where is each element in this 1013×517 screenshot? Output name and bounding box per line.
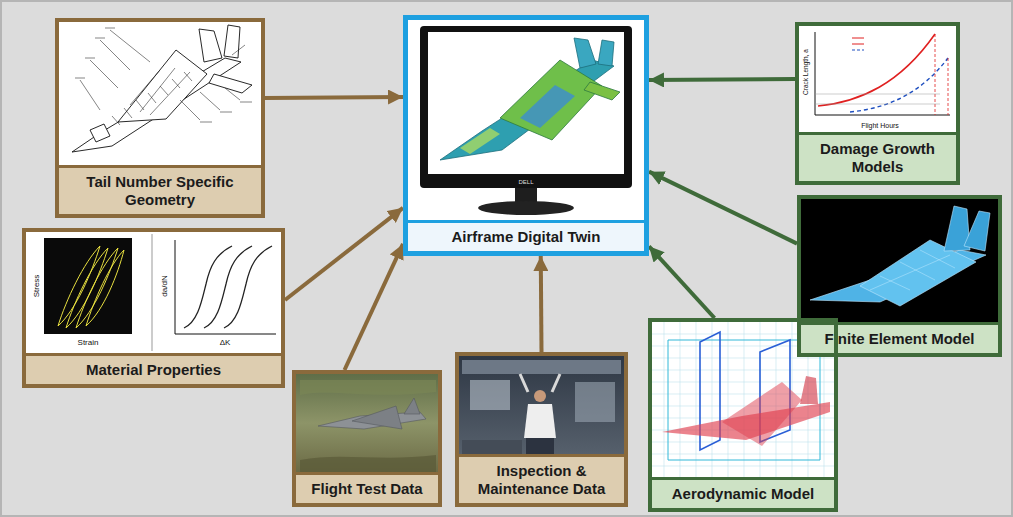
box-label: Airframe Digital Twin <box>414 228 638 246</box>
model-box: Finite Element Model <box>797 195 1002 357</box>
axis-label: DELL <box>518 179 533 185</box>
model-box: Damage Growth Models <box>795 22 960 185</box>
input-arrow <box>539 256 544 352</box>
axis-label: Strain <box>78 339 99 347</box>
box-label: Flight Test Data <box>302 480 432 498</box>
axis-label: da/dN <box>161 275 169 296</box>
box-label: Tail Number Specific Geometry <box>65 173 255 209</box>
source-box: Inspection & Maintenance Data <box>455 352 628 507</box>
input-arrow <box>265 97 403 98</box>
label-band: Finite Element Model <box>801 322 998 353</box>
input-arrow <box>649 246 715 318</box>
model-box: Aerodynamic Model <box>648 318 838 512</box>
label-band: Airframe Digital Twin <box>408 220 644 251</box>
box-label: Damage Growth Models <box>805 140 950 176</box>
flight-photo <box>296 374 438 472</box>
source-box: Material Properties <box>22 228 285 388</box>
label-band: Damage Growth Models <box>799 132 956 181</box>
source-box: Flight Test Data <box>292 370 442 507</box>
box-label: Inspection & Maintenance Data <box>465 462 618 498</box>
label-band: Inspection & Maintenance Data <box>459 454 624 503</box>
material-plots <box>26 232 281 353</box>
twin-box: Airframe Digital Twin <box>403 15 649 256</box>
fe-mesh <box>801 199 998 322</box>
source-box: Tail Number Specific Geometry <box>55 18 265 218</box>
axis-label: ΔK <box>220 339 231 347</box>
box-label: Material Properties <box>32 361 275 379</box>
label-band: Material Properties <box>26 353 281 384</box>
axis-label: Flight Hours <box>861 122 899 129</box>
label-band: Tail Number Specific Geometry <box>59 165 261 214</box>
inspection-photo <box>459 356 624 454</box>
label-band: Aerodynamic Model <box>652 477 834 508</box>
box-label: Aerodynamic Model <box>658 485 828 503</box>
axis-label: Stress <box>33 275 41 298</box>
monitor-illustration <box>408 20 644 220</box>
label-band: Flight Test Data <box>296 472 438 503</box>
airframe-drawing <box>59 22 261 165</box>
damage-growth-chart <box>799 26 956 132</box>
input-arrow <box>345 244 404 370</box>
input-arrow <box>649 79 795 80</box>
input-arrow <box>649 172 797 244</box>
axis-label: Crack Length, a <box>803 49 810 95</box>
